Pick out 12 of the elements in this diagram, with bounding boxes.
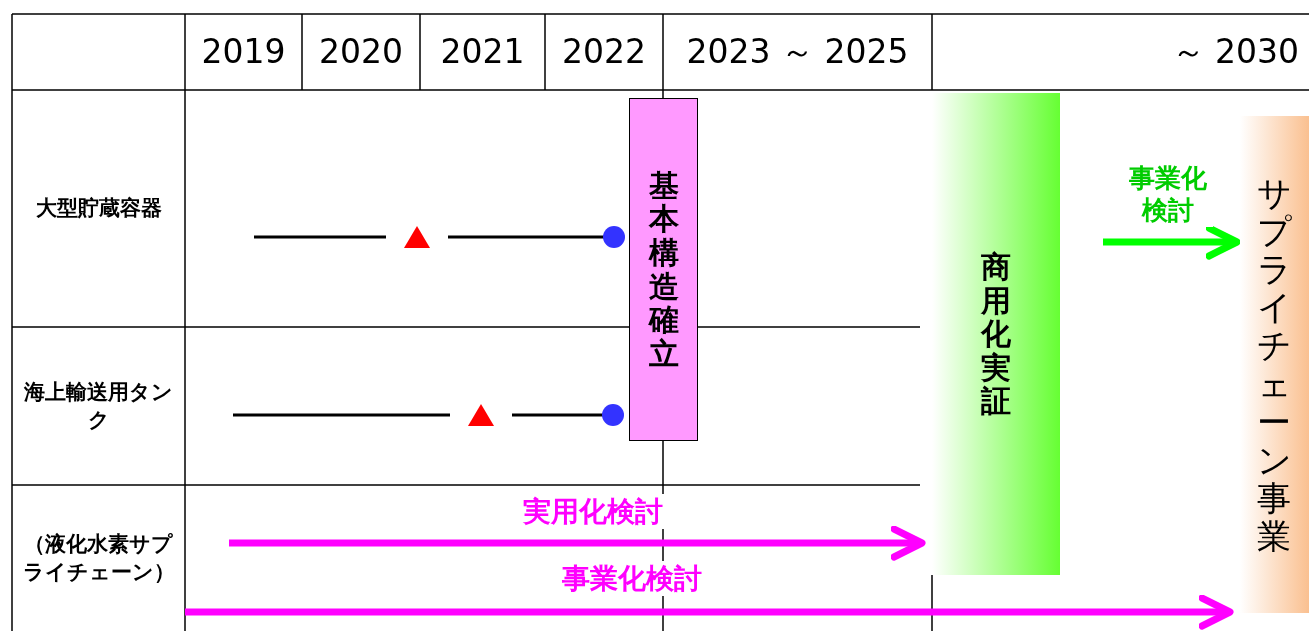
phase-band: 商用化実証 bbox=[932, 93, 1060, 575]
row-header: 海上輸送用タンク bbox=[23, 378, 174, 434]
milestone-box: 基本構造確立 bbox=[629, 98, 698, 441]
phase-band: サプライチェーン事業 bbox=[1240, 116, 1309, 613]
year-label: 2020 bbox=[319, 30, 403, 73]
year-label: ～ 2030 bbox=[1171, 30, 1299, 73]
year-label: 2023 ～ 2025 bbox=[686, 30, 909, 73]
year-label: 2022 bbox=[562, 30, 646, 73]
row-header: （液化水素サプライチェーン） bbox=[21, 530, 176, 586]
year-label: 2019 bbox=[201, 30, 286, 73]
year-label: 2021 bbox=[440, 30, 525, 73]
row-header: 大型貯蔵容器 bbox=[35, 195, 162, 223]
